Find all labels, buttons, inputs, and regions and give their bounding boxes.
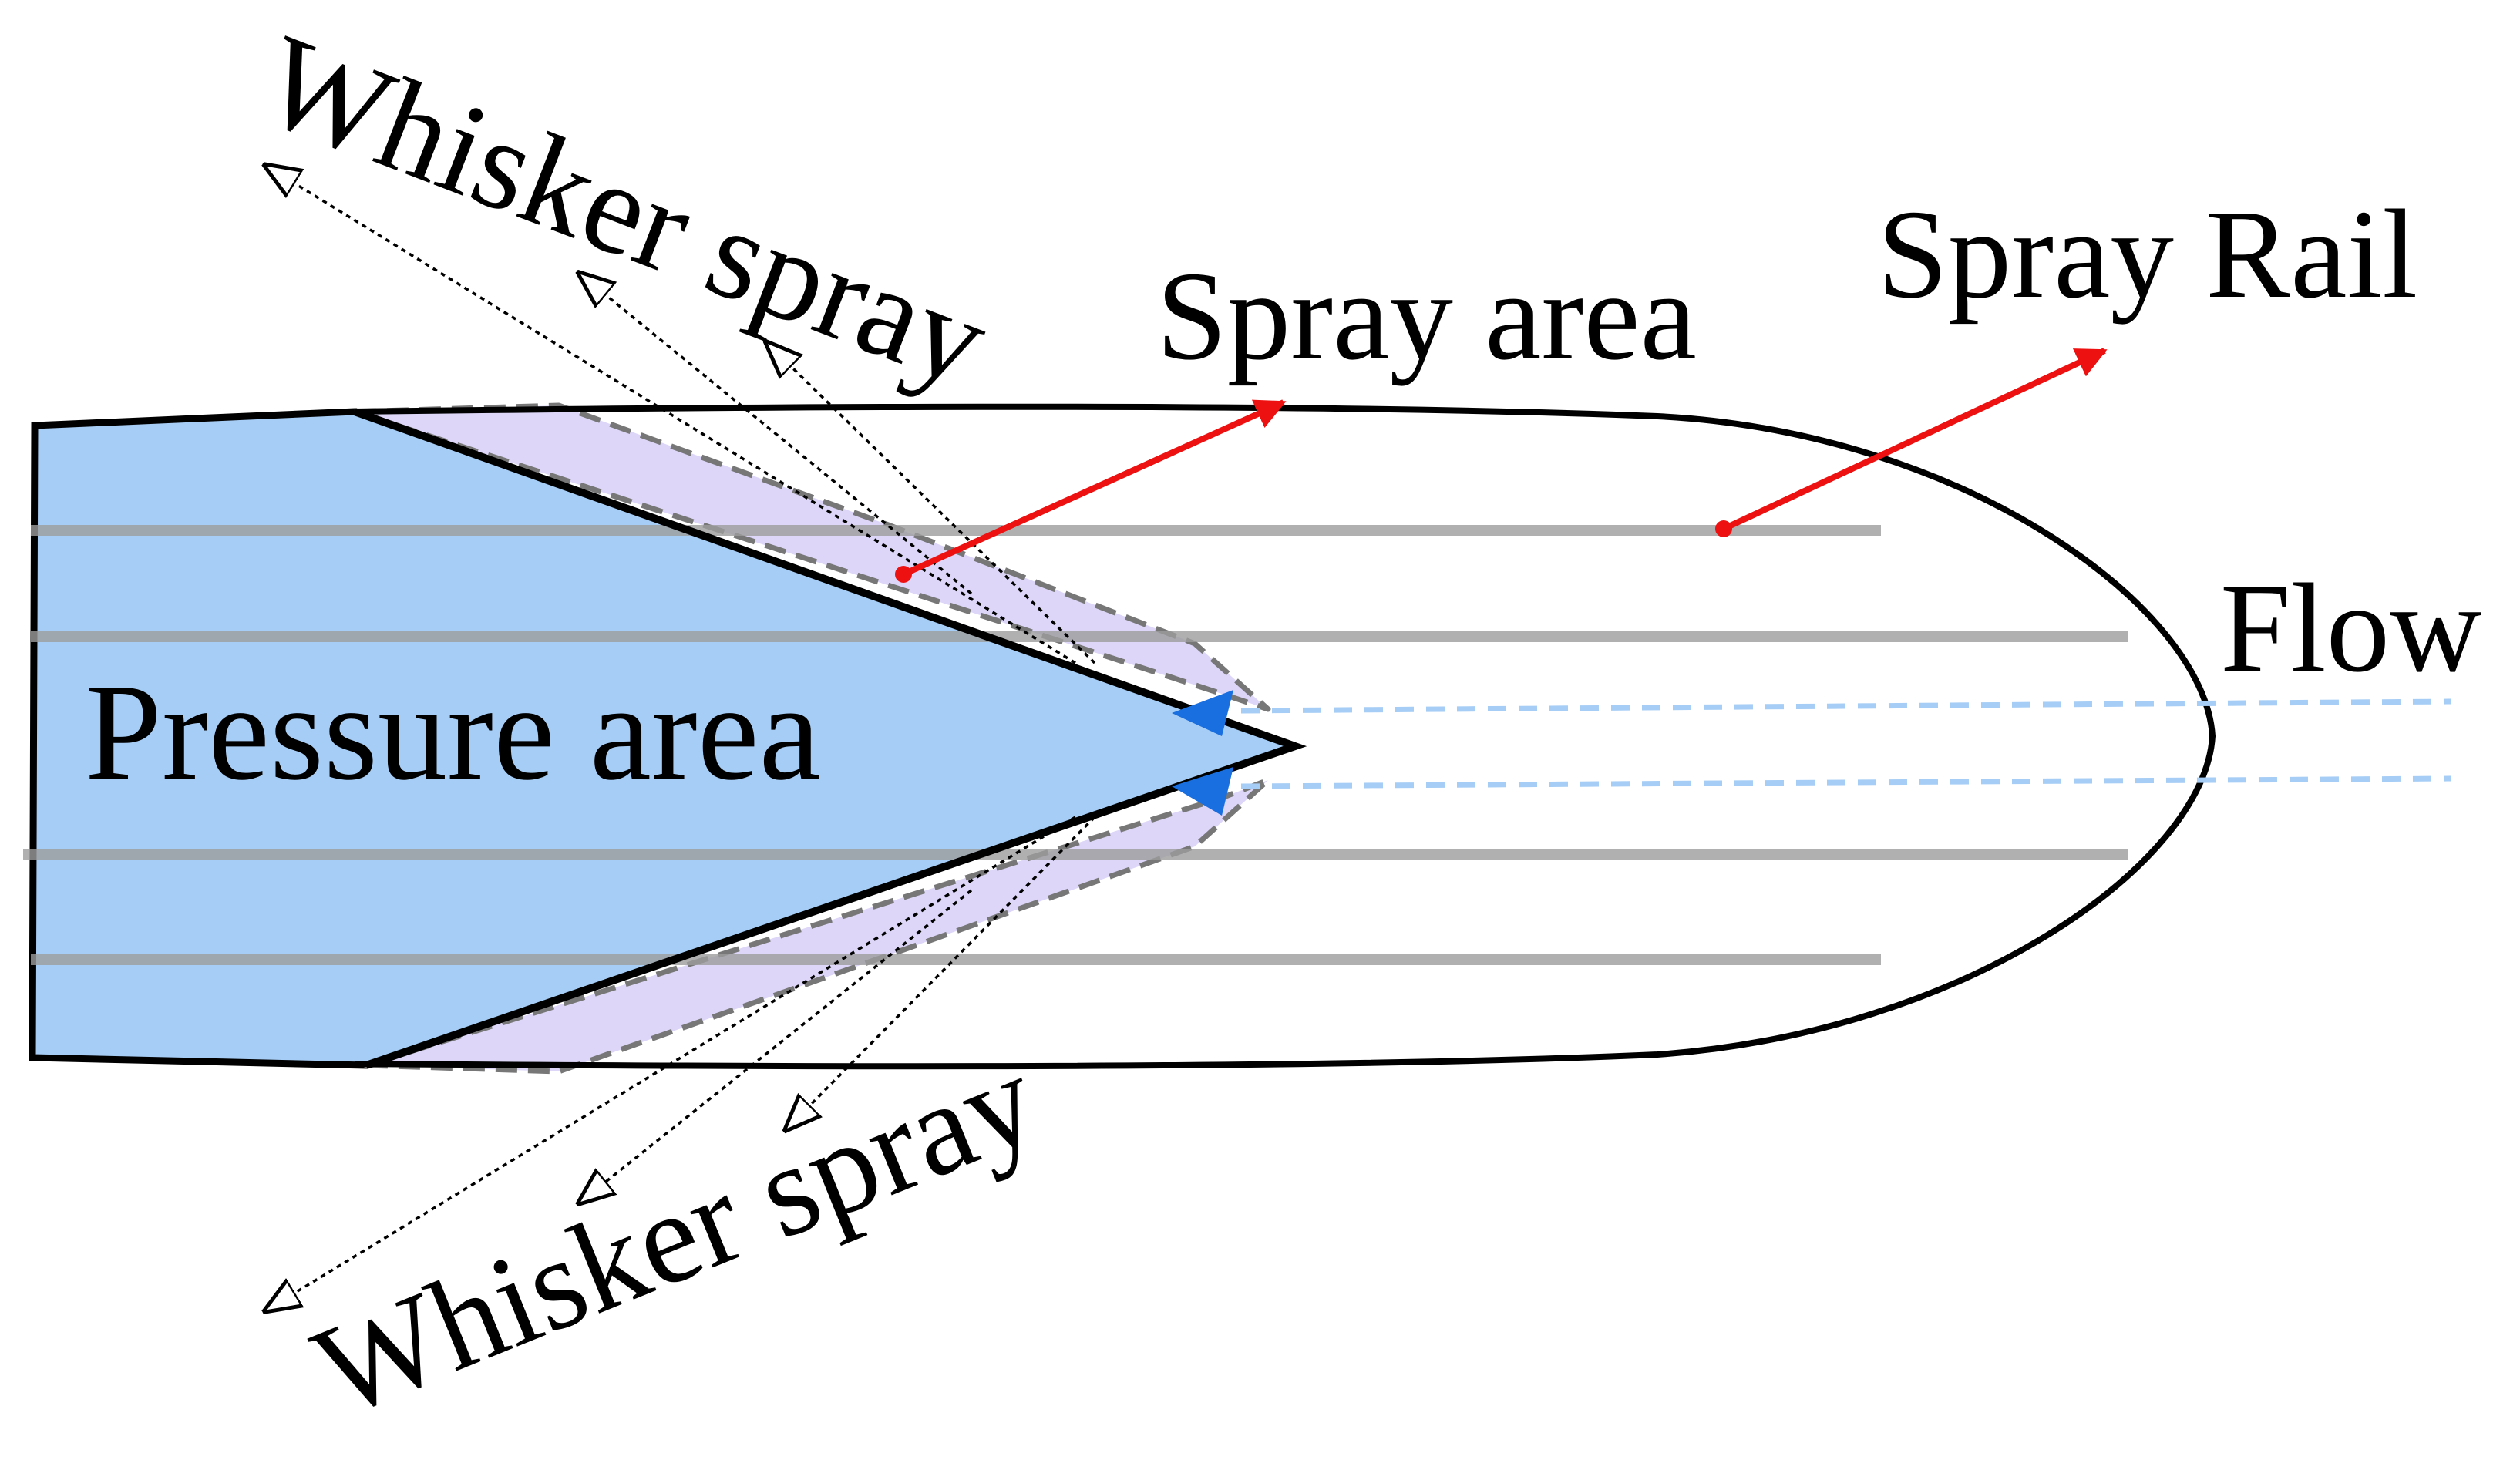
whisker-spray-arrow-top-2 xyxy=(580,274,973,595)
spray-rail-pointer xyxy=(1722,348,2108,532)
whisker-spray-top-label: Whisker spray xyxy=(244,7,1006,415)
spray-rail-label: Spray Rail xyxy=(1877,183,2417,325)
flow-arrowhead-upper xyxy=(1172,690,1233,736)
spray-area-pointer xyxy=(902,399,1287,577)
whisker-spray-arrow-top-3 xyxy=(767,343,1096,664)
whisker-spray-arrow-bottom-1 xyxy=(266,816,1076,1310)
spray-rails xyxy=(23,525,2128,965)
whisker-spray-arrow-top-1 xyxy=(266,166,1076,664)
whisker-spray-bottom-label: Whisker spray xyxy=(295,1025,1055,1445)
whisker-spray-arrow-bottom-2 xyxy=(580,889,973,1203)
flow-lines xyxy=(1240,698,2452,789)
flow-label: Flow xyxy=(2220,557,2481,698)
flow-arrowhead-lower xyxy=(1172,767,1233,816)
hull-outline-stroke xyxy=(354,403,2216,1070)
whisker-spray-arrows xyxy=(266,166,1096,1310)
chine-line xyxy=(353,408,1307,1069)
spray-area-label: Spray area xyxy=(1156,245,1697,386)
flow-line-lower xyxy=(1240,775,2452,789)
pressure-area-label: Pressure area xyxy=(85,655,821,809)
annotation-arrows xyxy=(895,348,2108,583)
flow-line-upper xyxy=(1240,698,2452,714)
